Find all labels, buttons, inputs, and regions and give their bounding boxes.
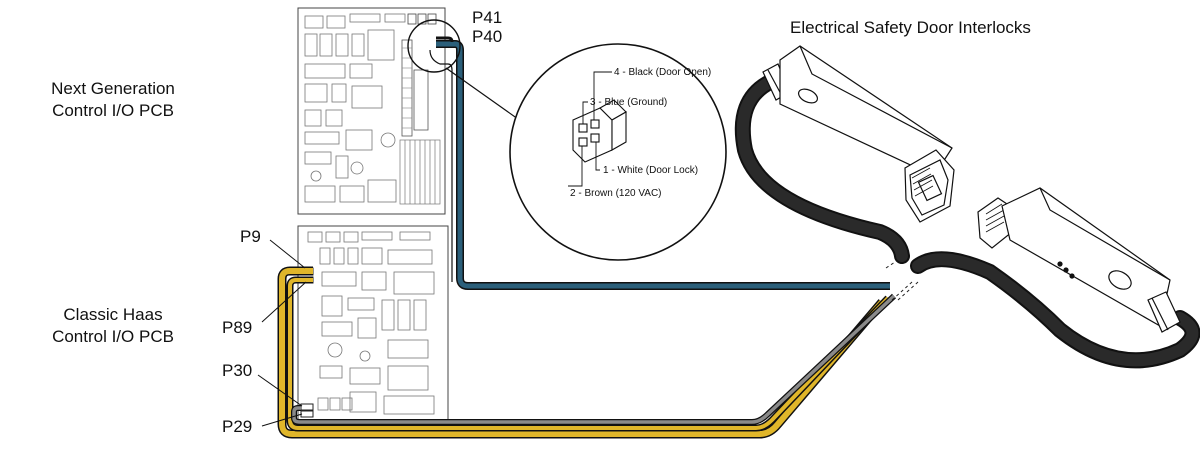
blue-cable [429,36,890,290]
classic-pcb-label: Classic Haas Control I/O PCB [38,304,188,348]
pin-3-label: 3 - Blue (Ground) [590,97,667,108]
pin-1-label: 1 - White (Door Lock) [603,165,698,176]
next-gen-pcb-label-line1: Next Generation [51,79,175,98]
door-interlock-lower [977,187,1181,333]
pin-4-label: 4 - Black (Door Open) [614,67,711,78]
connector-p9-label: P9 [240,227,261,246]
yellow-cable [277,266,897,439]
classic-pcb-label-line2: Control I/O PCB [52,327,174,346]
pinout-magnifier: 4 - Black (Door Open) 3 - Blue (Ground) … [407,19,727,261]
connector-p40-label: P40 [472,27,503,46]
pin-2-label: 2 - Brown (120 VAC) [570,188,662,199]
next-gen-pcb-label-line2: Control I/O PCB [52,101,174,120]
classic-pcb-label-line1: Classic Haas [63,305,163,324]
diagram-title: Electrical Safety Door Interlocks [790,18,1031,37]
interlock-cables [734,74,1200,369]
classic-pcb [297,225,449,425]
next-gen-pcb-label: Next Generation Control I/O PCB [38,78,188,122]
door-interlock-upper [762,45,955,223]
next-gen-pcb [297,7,446,215]
connector-p29-label: P29 [222,417,253,436]
connector-p30-label: P30 [222,361,253,380]
connector-p89-label: P89 [222,318,253,337]
connector-leaders [257,239,307,427]
connector-p41-label: P41 [472,8,503,27]
